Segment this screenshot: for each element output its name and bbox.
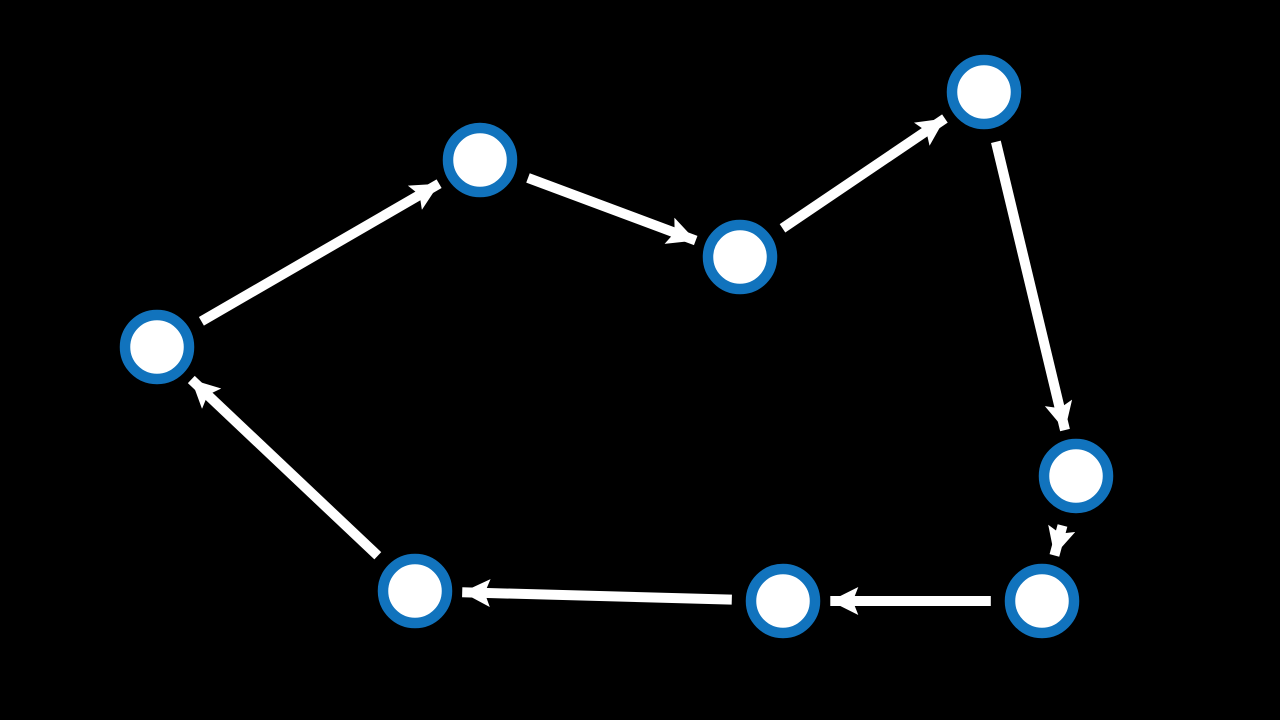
graph-edge-arrow xyxy=(198,179,442,326)
graph-node xyxy=(377,553,453,629)
graph-node xyxy=(1004,563,1080,639)
graph-edge-arrow xyxy=(526,173,698,246)
graph-node xyxy=(442,122,518,198)
graph-node xyxy=(745,563,821,639)
edges-layer xyxy=(187,114,1076,615)
graph-edge-arrow xyxy=(779,114,948,233)
graph-node xyxy=(1038,438,1114,514)
nodes-layer xyxy=(119,54,1114,639)
graph-edge-arrow xyxy=(462,579,732,608)
graph-edge-arrow xyxy=(187,375,382,560)
graph-node xyxy=(946,54,1022,130)
graph-node xyxy=(702,219,778,295)
graph-node xyxy=(119,309,195,385)
graph-edge-arrow xyxy=(1048,524,1076,557)
graph-edge-arrow xyxy=(991,140,1073,432)
